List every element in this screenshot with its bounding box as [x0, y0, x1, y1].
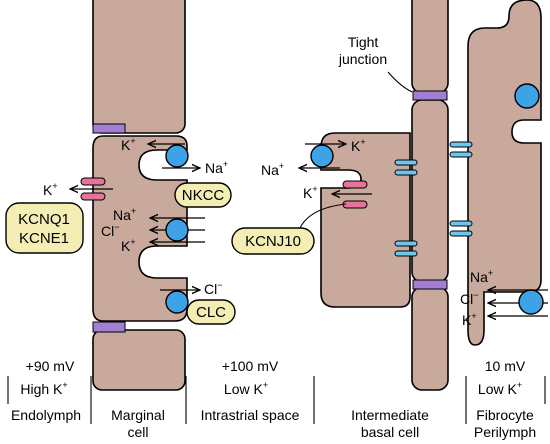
intermediate-label-2: basal cell [361, 424, 419, 440]
ion-label: Cl− [204, 280, 223, 297]
intermediate-basal-cells [320, 0, 449, 391]
intermediate-cell [320, 132, 411, 308]
intrastrial-k-level: Low K+ [224, 380, 268, 397]
ion-label: K+ [462, 311, 477, 328]
gap-junction-icon [449, 141, 473, 148]
kcnq1-pill [5, 202, 84, 254]
perilymph-label: Perilymph [474, 424, 536, 440]
compartment-labels: +90 mV High K+ Endolymph Marginal cell +… [7, 358, 546, 440]
ion-label: Na+ [470, 268, 493, 285]
nkcc-icon [165, 218, 189, 242]
tight-junction-label-1: Tight [348, 34, 379, 50]
tight-junction-label-2: junction [338, 51, 387, 67]
na-k-atpase-marginal: K+ Na+ [121, 136, 228, 176]
basal-cell-bottom [411, 286, 449, 391]
marginal-label-1: Marginal [111, 407, 165, 423]
tight-junction-basal-top [412, 90, 448, 101]
pump-icon [165, 144, 189, 168]
tight-junction-marginal-bottom [92, 321, 126, 333]
ion-label: Na+ [261, 161, 284, 178]
nkcc-label: NKCC [182, 187, 225, 204]
kcnq1-channel: K+ [43, 177, 113, 201]
endolymph-k-level: High K+ [20, 380, 67, 397]
ion-label: Na+ [113, 206, 136, 223]
endolymph-voltage: +90 mV [26, 358, 75, 374]
gap-junction-icon [449, 151, 473, 158]
kcne1-label: KCNE1 [19, 230, 69, 247]
tight-junction-pointer [387, 71, 413, 93]
gap-junction-icon [449, 230, 473, 237]
channel-icon [80, 192, 106, 201]
gap-junction-icon [394, 169, 418, 176]
marginal-label-2: cell [127, 424, 148, 440]
fibrocyte-nkcc: Na+ Cl− K+ [460, 268, 548, 328]
marginal-cell-lower [92, 329, 186, 391]
marginal-cell-main [92, 135, 188, 322]
gap-junctions [394, 141, 473, 257]
nkcc-pill [174, 182, 232, 208]
pump-icon [310, 144, 334, 168]
gap-junction-icon [449, 220, 473, 227]
channel-icon [342, 200, 368, 209]
ion-label: K+ [121, 237, 136, 254]
channel-icon [80, 177, 106, 186]
marginal-cell [92, 0, 188, 391]
ion-label: K+ [351, 137, 366, 154]
kcnj10-pill [231, 227, 315, 255]
gap-junction-icon [394, 159, 418, 166]
ion-label: Cl− [101, 222, 120, 239]
kcnj10-pointer [299, 203, 347, 229]
ion-label: K+ [43, 181, 58, 198]
tight-junction-marginal-top [92, 123, 126, 134]
clc-label: CLC [196, 304, 226, 321]
kcnj10-channel: K+ [299, 180, 372, 229]
gap-junction-icon [394, 250, 418, 257]
ion-label: K+ [121, 136, 136, 153]
clc-channel: Cl− [160, 280, 223, 314]
clc-pill [186, 299, 236, 325]
clc-icon [165, 290, 189, 314]
nkcc-icon [518, 289, 544, 315]
ion-label: K+ [303, 184, 318, 201]
marginal-cell-upper [92, 0, 186, 134]
intrastrial-voltage: +100 mV [222, 358, 279, 374]
nkcc-cotransporter: Na+ Cl− K+ [101, 206, 205, 254]
kcnq1-label: KCNQ1 [18, 211, 70, 228]
intrastrial-label: Intrastrial space [201, 407, 300, 423]
intermediate-label-1: Intermediate [351, 407, 429, 423]
na-k-atpase-intermediate: K+ Na+ [261, 137, 366, 178]
perilymph-voltage: 10 mV [485, 358, 526, 374]
tight-junction-basal-bottom [412, 279, 448, 290]
basal-cell-top [411, 0, 449, 94]
pump-icon [514, 83, 540, 109]
endolymph-label: Endolymph [11, 407, 81, 423]
ion-label: Cl− [460, 290, 479, 307]
kcnj10-label: KCNJ10 [245, 233, 301, 250]
gap-junction-icon [394, 240, 418, 247]
fibrocyte-label: Fibrocyte [476, 407, 534, 423]
ion-label: Na+ [205, 159, 228, 176]
channel-icon [342, 180, 368, 189]
basal-cell-middle [411, 99, 449, 283]
perilymph-k-level: Low K+ [478, 380, 522, 397]
